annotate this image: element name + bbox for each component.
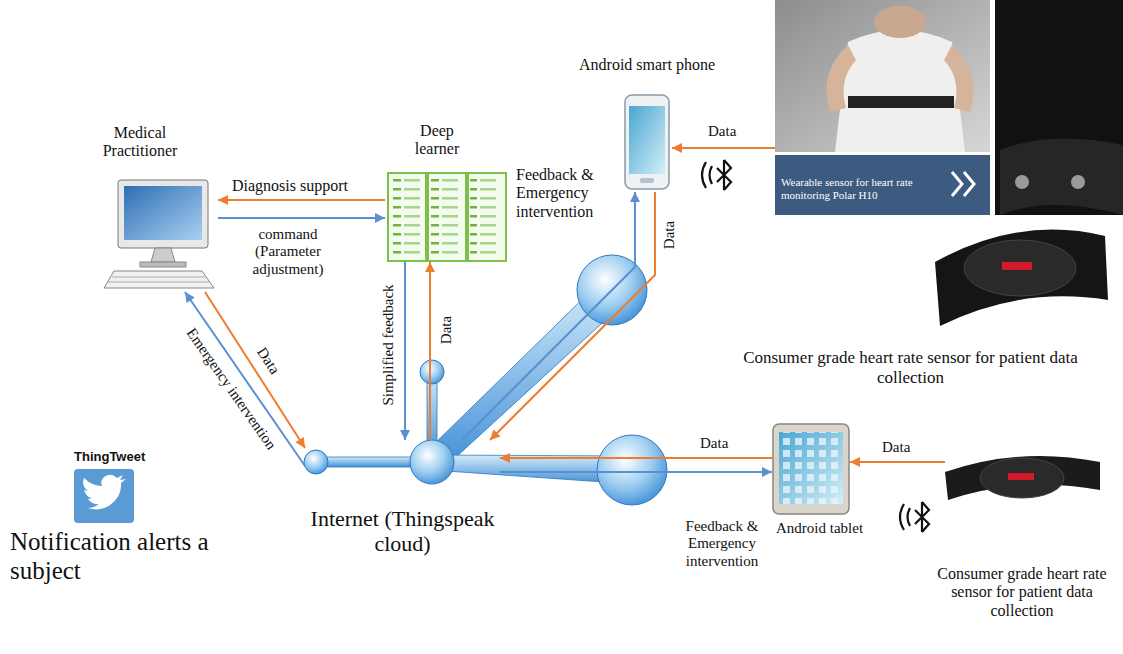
node-label: Medical Practitioner [90, 124, 190, 161]
data-arrow [218, 199, 385, 201]
edge-label: Diagnosis support [232, 177, 348, 195]
smart-phone: Android smart phone [622, 92, 672, 192]
feedback-arrow [404, 262, 406, 440]
node-label: Consumer grade heart rate sensor for pat… [713, 348, 1108, 387]
node-label: Android smart phone [562, 56, 732, 74]
node-label: Deep learner [405, 122, 469, 159]
edge-label: command (Parameter adjustment) [236, 226, 340, 278]
feedback-arrow [185, 292, 305, 466]
heart-rate-sensor: Consumer grade heart rate sensor for pat… [945, 448, 1100, 512]
edge-label: Data [700, 435, 728, 452]
data-arrow [672, 147, 775, 149]
node-label: Notification alerts a subject [10, 528, 268, 586]
edge-label: Data [661, 221, 678, 249]
node-label: Internet (Thingspeak cloud) [305, 506, 500, 557]
feedback-arrow [500, 471, 772, 473]
edge-label: Emergency intervention [183, 325, 280, 453]
edge-label: Data [438, 316, 455, 344]
practitioner-computer: Medical Practitioner [108, 178, 218, 292]
data-arrow [500, 457, 772, 459]
android-tablet: Android tablet [772, 423, 850, 515]
deep-learner-server: Deep learner [385, 172, 510, 262]
edge-label: Feedback & Emergency intervention [516, 166, 616, 221]
heart-rate-sensor: Consumer grade heart rate sensor for pat… [775, 2, 1120, 335]
edge-label: Feedback & Emergency intervention [674, 518, 770, 570]
feedback-arrow [462, 192, 635, 440]
feedback-arrow [218, 217, 385, 219]
edge-label: Data [708, 123, 736, 140]
thingtweet-alert: ThingTweetNotification alerts a subject [8, 448, 270, 604]
data-arrow [850, 461, 945, 463]
node-label: Consumer grade heart rate sensor for pat… [937, 565, 1107, 620]
data-arrow [490, 192, 655, 440]
cloud-hub: Internet (Thingspeak cloud) [305, 440, 500, 572]
data-arrow [429, 262, 431, 440]
node-heading: ThingTweet [74, 450, 174, 465]
edge-label: Data [882, 439, 910, 456]
banner-caption: Wearable sensor for heart rate monitorin… [781, 176, 949, 201]
edge-label: Simplified feedback [380, 284, 397, 405]
node-label: Android tablet [776, 520, 886, 537]
